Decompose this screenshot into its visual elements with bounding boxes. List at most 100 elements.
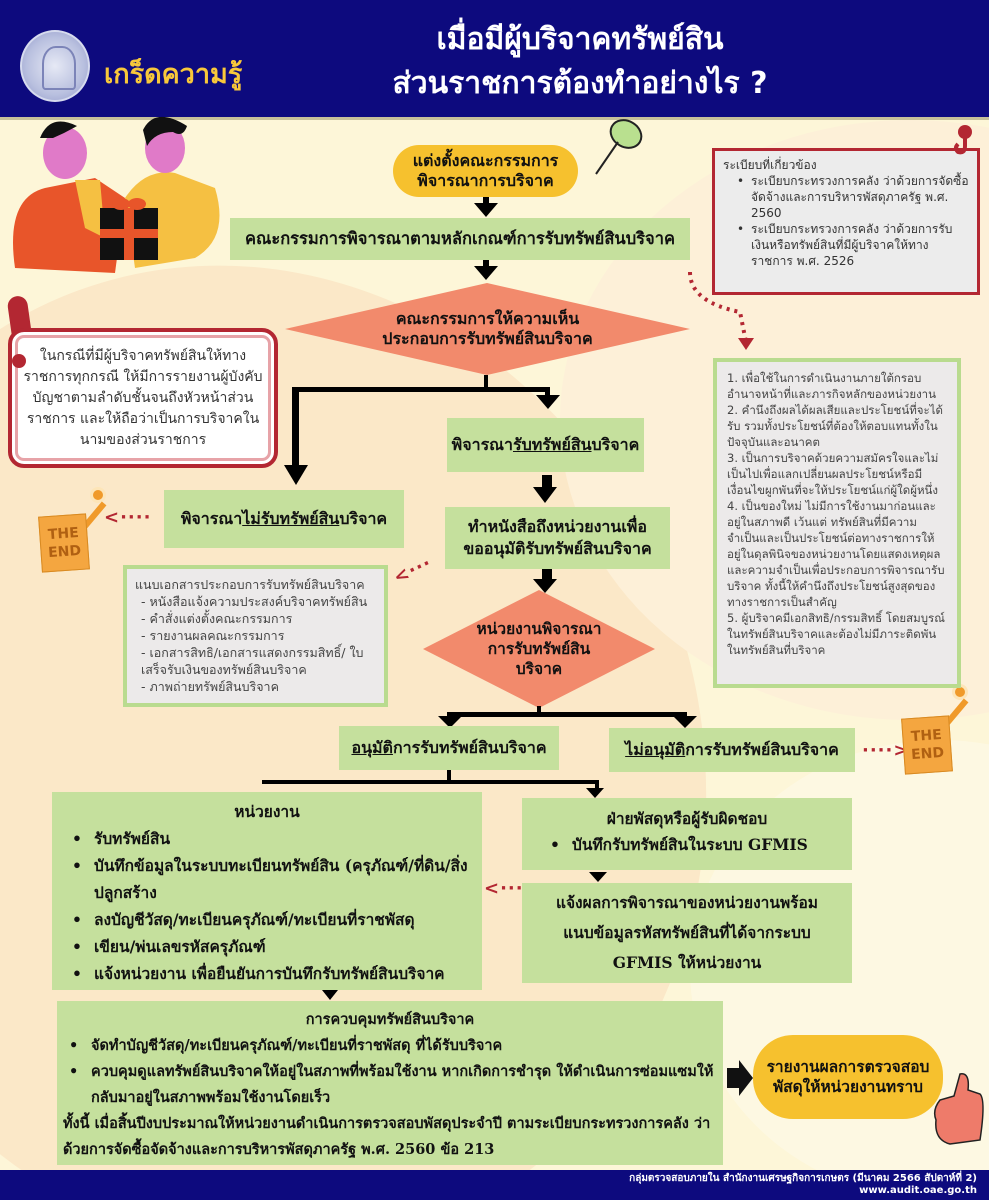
list-item: เขียน/พ่นเลขรหัสครุภัณฑ์ [66,933,468,960]
footer-url: www.audit.oae.go.th [859,1185,977,1196]
reject-prefix: พิจารณา [180,509,243,528]
agency-tasks-list: รับทรัพย์สิน บันทึกข้อมูลในระบบทะเบียนทร… [66,825,468,987]
approve-label: อนุมัติการรับทรัพย์สินบริจาค [351,737,546,759]
asset-control-list: จัดทำบัญชีวัสดุ/ทะเบียนครุภัณฑ์/ทะเบียนท… [63,1033,717,1111]
brand-label: เกร็ดความรู้ [104,59,243,90]
arrow-right-icon [727,1060,753,1096]
criteria-item: 1. เพื่อใช้ในการดำเนินงานภายใต้กรอบอำนาจ… [727,371,936,401]
reject-emphasis: ไม่รับทรัพย์สิน [242,509,340,528]
decision-agency-label: หน่วยงานพิจารณา การรับทรัพย์สิน บริจาค [476,619,602,678]
supply-unit-title: ฝ่ายพัสดุหรือผู้รับผิดชอบ [606,809,768,828]
page-title: เมื่อมีผู้บริจาคทรัพย์สิน ส่วนราชการต้อง… [300,18,860,106]
header-banner: เกร็ดความรู้ เมื่อมีผู้บริจาคทรัพย์สิน ส… [0,0,989,120]
list-item: รับทรัพย์สิน [66,825,468,852]
list-item: จัดทำบัญชีวัสดุ/ทะเบียนครุภัณฑ์/ทะเบียนท… [63,1033,717,1059]
arrow-down-icon [673,716,697,728]
arrow-down-icon [533,487,557,503]
arrow-down-icon [533,579,557,593]
disapprove-box: ไม่อนุมัติการรับทรัพย์สินบริจาค [609,728,855,772]
documents-title: แนบเอกสารประกอบการรับทรัพย์สินบริจาค [135,577,365,592]
dotted-arrow-left-icon: <···· [104,507,152,528]
list-item: ลงบัญชีวัสดุ/ทะเบียนครุภัณฑ์/ทะเบียนที่ร… [66,906,468,933]
arrow-down-icon [322,990,338,1000]
arrow-down-icon [586,788,604,798]
attached-documents-box: แนบเอกสารประกอบการรับทรัพย์สินบริจาค - ห… [123,565,388,707]
connector [483,260,489,266]
document-item: - รายงานผลคณะกรรมการ [141,628,285,643]
decision-agency: หน่วยงานพิจารณา การรับทรัพย์สิน บริจาค [423,590,655,708]
document-item: - คำสั่งแต่งตั้งคณะกรรมการ [141,611,293,626]
approve-emphasis: อนุมัติ [351,738,393,757]
warning-note-box: ในกรณีที่มีผู้บริจาคทรัพย์สินให้ทางราชกา… [8,328,278,468]
arrow-down-icon [536,395,560,409]
connector [484,375,488,387]
asset-control-box: การควบคุมทรัพย์สินบริจาค จัดทำบัญชีวัสดุ… [57,1001,723,1165]
disapprove-label: ไม่อนุมัติการรับทรัพย์สินบริจาค [625,739,839,761]
title-line-2: ส่วนราชการต้องทำอย่างไร ? [392,66,768,101]
start-label: แต่งตั้งคณะกรรมการ พิจารณาการบริจาค [412,151,559,190]
criteria-item: 4. เป็นของใหม่ ไม่มีการใช้งานมาก่อนและอย… [727,499,945,609]
request-approval-label: ทำหนังสือถึงหน่วยงานเพื่อ ขออนุมัติรับทร… [463,517,652,558]
consider-accept-label: พิจารณารับทรัพย์สินบริจาค [452,434,640,456]
connector [483,197,489,203]
arrow-down-icon [474,266,498,280]
arrow-down-icon [284,465,308,485]
dotted-arrow-right-icon: ····> [862,740,910,761]
government-seal-icon [20,30,90,102]
list-item: บันทึกข้อมูลในระบบทะเบียนทรัพย์สิน (ครุภ… [66,852,468,906]
annual-inspection-note: ทั้งนี้ เมื่อสิ้นปีงบประมาณให้หน่วยงานดำ… [63,1115,711,1158]
list-item: ควบคุมดูแลทรัพย์สินบริจาคให้อยู่ในสภาพที… [63,1059,717,1111]
arrow-down-icon [474,203,498,217]
connector [537,706,541,714]
connector [682,712,687,718]
connector [447,712,687,717]
criteria-item: 5. ผู้บริจาคมีเอกสิทธิ/กรรมสิทธิ์ โดยสมบ… [727,611,945,657]
supply-unit-box: ฝ่ายพัสดุหรือผู้รับผิดชอบ บันทึกรับทรัพย… [522,798,852,870]
dotted-arrow-down-icon [688,272,754,350]
disapprove-emphasis: ไม่อนุมัติ [625,740,686,759]
connector [542,569,552,581]
document-item: - เอกสารสิทธิ/เอกสารแสดงกรรมสิทธิ์/ ใบเส… [141,645,364,677]
the-end-text: THE [47,524,80,544]
connector [545,387,550,395]
arrow-down-icon [438,716,462,728]
regulations-title: ระเบียบที่เกี่ยวข้อง [723,158,817,172]
acceptance-criteria-box: 1. เพื่อใช้ในการดำเนินงานภายใต้กรอบอำนาจ… [713,358,961,688]
approve-box: อนุมัติการรับทรัพย์สินบริจาค [339,726,559,770]
footer-org: กลุ่มตรวจสอบภายใน สำนักงานเศรษฐกิจการเกษ… [629,1173,977,1184]
warning-note-text: ในกรณีที่มีผู้บริจาคทรัพย์สินให้ทางราชกา… [23,347,263,448]
decision-committee-label: คณะกรรมการให้ความเห็น ประกอบการรับทรัพย์… [382,309,593,348]
connector [262,780,597,784]
notify-result-label: แจ้งผลการพิจารณาของหน่วยงานพร้อม แนบข้อม… [555,893,819,972]
push-pin-icon [595,119,643,175]
agency-tasks-title: หน่วยงาน [234,802,300,821]
the-end-text: END [47,542,82,562]
connector [447,712,452,718]
document-item: - หนังสือแจ้งความประสงค์บริจาคทรัพย์สิน [141,594,368,609]
consider-reject-label: พิจารณาไม่รับทรัพย์สินบริจาค [181,508,387,530]
reject-suffix: บริจาค [339,509,388,528]
dotted-arrow-left-icon: <··· [484,878,524,899]
agency-tasks-box: หน่วยงาน รับทรัพย์สิน บันทึกข้อมูลในระบบ… [52,792,482,990]
connector [447,770,451,782]
document-item: - ภาพถ่ายทรัพย์สินบริจาค [141,679,279,694]
arrow-down-icon [589,872,607,882]
criteria-item: 3. เป็นการบริจาคด้วยความสมัครใจและไม่เป็… [727,451,939,497]
criteria-item: 2. คำนึงถึงผลได้ผลเสียและประโยชน์ที่จะได… [727,403,943,449]
connector [292,387,299,467]
supply-unit-list: บันทึกรับทรัพย์สินในระบบ GFMIS [536,832,838,858]
notify-result-box: แจ้งผลการพิจารณาของหน่วยงานพร้อม แนบข้อม… [522,883,852,983]
start-appoint-committee: แต่งตั้งคณะกรรมการ พิจารณาการบริจาค [393,145,578,197]
list-item: บันทึกรับทรัพย์สินในระบบ GFMIS [544,832,838,858]
footer: กลุ่มตรวจสอบภายใน สำนักงานเศรษฐกิจการเกษ… [0,1170,989,1200]
report-result-pill: รายงานผลการตรวจสอบ พัสดุให้หน่วยงานทราบ [753,1035,943,1119]
disapprove-suffix: การรับทรัพย์สินบริจาค [685,740,839,759]
people-giving-gift-icon [13,116,220,273]
thumbs-up-icon [933,1073,984,1145]
connector [542,475,552,487]
accept-prefix: พิจารณา [451,435,513,454]
committee-review-box: คณะกรรมการพิจารณาตามหลักเกณฑ์การรับทรัพย… [230,218,690,260]
hook-pin-icon [954,125,972,155]
the-end-tag-left: THE END [38,513,90,573]
connector [595,780,599,790]
